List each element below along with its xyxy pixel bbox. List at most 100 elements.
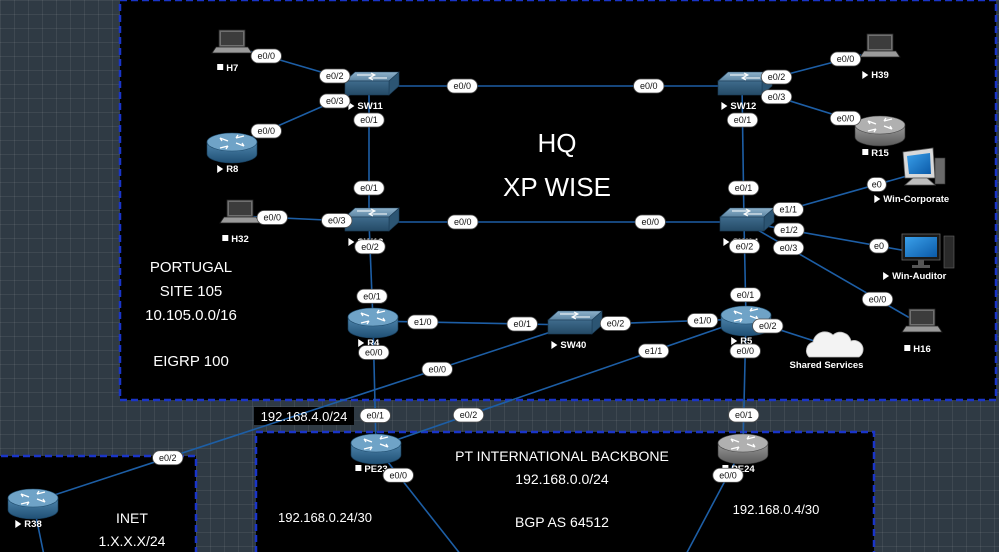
device-r4[interactable] (347, 307, 399, 339)
svg-text:H16: H16 (913, 344, 930, 355)
port-label-sw11-e0-3: e0/3 (319, 93, 351, 109)
port-label-sw11-e0-1: e0/1 (353, 112, 385, 128)
port-label-sw11-e0-0: e0/0 (446, 78, 478, 94)
svg-text:e0/0: e0/0 (837, 113, 855, 123)
port-label-sw40-e0-2: e0/2 (599, 316, 632, 331)
device-r15[interactable] (854, 115, 906, 147)
link-r5-pe23[interactable] (375, 318, 747, 448)
device-pe24[interactable] (717, 433, 769, 465)
svg-text:e0/2: e0/2 (759, 321, 777, 331)
svg-text:e0/0: e0/0 (869, 294, 887, 304)
svg-text:H32: H32 (231, 234, 248, 245)
port-label-sw40-e0-1: e0/1 (506, 316, 538, 332)
inet-title: INET (116, 510, 148, 526)
svg-text:e0/3: e0/3 (328, 216, 346, 226)
port-label-h32-e0-0: e0/0 (256, 210, 288, 225)
svg-text:e0/1: e0/1 (363, 291, 381, 301)
port-label-pe24-e0-0: e0/0 (712, 467, 744, 483)
status-square-icon (355, 465, 362, 471)
link-pe24-off2[interactable] (683, 446, 744, 552)
svg-text:e1/2: e1/2 (780, 225, 798, 235)
device-label-r8: R8 (217, 164, 238, 175)
device-label-cloud: Shared Services (790, 360, 864, 371)
status-square-icon (904, 345, 911, 351)
status-square-icon (217, 64, 224, 70)
port-label-sw40-e0-0: e0/0 (421, 361, 453, 377)
device-h39[interactable] (859, 33, 901, 58)
link-sw40-r38[interactable] (32, 324, 573, 503)
svg-text:e0/2: e0/2 (607, 319, 625, 329)
device-sw14[interactable] (719, 207, 775, 232)
link-pe23-off1[interactable] (375, 446, 465, 552)
svg-text:e0/0: e0/0 (837, 54, 855, 64)
device-sw40[interactable] (547, 310, 603, 335)
device-wincorp[interactable] (902, 147, 946, 186)
svg-text:SW12: SW12 (730, 101, 756, 112)
link-sw12-sw14[interactable] (741, 85, 745, 223)
device-cloud[interactable] (806, 331, 864, 358)
portugal-label-line3: 10.105.0.0/16 (145, 307, 237, 324)
svg-text:e0/3: e0/3 (780, 243, 798, 253)
device-sw13[interactable] (344, 207, 400, 232)
device-winaud[interactable] (901, 233, 955, 269)
area-inet-box (0, 454, 198, 552)
subnet-r4-pe23: 192.168.4.0/24 (261, 409, 348, 424)
status-triangle-icon (731, 337, 738, 345)
svg-text:R38: R38 (24, 519, 41, 530)
backbone-bgp: BGP AS 64512 (515, 514, 609, 530)
svg-text:e1/1: e1/1 (779, 205, 797, 215)
svg-text:e0/1: e0/1 (734, 115, 752, 125)
port-label-sw12-e0-3: e0/3 (760, 89, 793, 105)
device-r38[interactable] (7, 488, 59, 520)
svg-text:Win-Corporate: Win-Corporate (883, 194, 949, 205)
device-h16[interactable] (901, 308, 943, 333)
port-label-wincorp-e0: e0 (866, 177, 887, 192)
link-r4-pe23[interactable] (372, 320, 377, 448)
port-label-sw14-e0-0: e0/0 (634, 214, 666, 230)
device-label-sw40: SW40 (551, 340, 586, 351)
svg-text:e0: e0 (874, 241, 884, 251)
hq-subtitle: XP WISE (503, 172, 611, 202)
port-label-r4-e0-0: e0/0 (358, 345, 390, 360)
svg-text:e0/2: e0/2 (326, 71, 344, 81)
status-triangle-icon (883, 272, 890, 280)
link-sw14-r5[interactable] (743, 221, 747, 320)
svg-text:e0/0: e0/0 (263, 213, 281, 223)
svg-text:PE24: PE24 (731, 464, 755, 475)
subnet-pe24-down: 192.168.0.4/30 (733, 502, 820, 517)
port-label-sw13-e0-0: e0/0 (447, 214, 479, 230)
link-r4-sw40[interactable] (372, 320, 573, 326)
link-sw13-r4[interactable] (368, 221, 374, 322)
port-label-sw12-e0-1: e0/1 (726, 112, 759, 128)
device-r8[interactable] (206, 132, 258, 164)
port-label-pe24-e0-1: e0/1 (728, 407, 760, 423)
device-label-r5: R5 (731, 336, 753, 347)
device-sw12[interactable] (717, 71, 773, 96)
svg-text:SW40: SW40 (560, 340, 586, 351)
link-r5-pe24[interactable] (742, 318, 747, 448)
svg-text:e0/0: e0/0 (428, 364, 446, 374)
device-pe23[interactable] (350, 433, 402, 465)
svg-text:e0/0: e0/0 (640, 81, 658, 91)
port-label-sw14-e1-1: e1/1 (772, 202, 804, 217)
device-label-pe23: PE23 (355, 464, 388, 475)
port-label-pe23-e0-2: e0/2 (452, 407, 485, 423)
subnet-pe23-down: 192.168.0.24/30 (278, 510, 372, 525)
device-label-sw11: SW11 (348, 101, 383, 112)
port-label-sw12-e0-0: e0/0 (633, 78, 665, 94)
port-label-r5-e0-2: e0/2 (752, 318, 784, 334)
device-h7[interactable] (211, 29, 253, 54)
svg-text:e0/3: e0/3 (768, 92, 786, 102)
link-sw14-h16[interactable] (743, 221, 923, 326)
status-triangle-icon (551, 341, 558, 349)
device-label-r4: R4 (358, 338, 380, 349)
port-label-sw14-e1-2: e1/2 (773, 222, 805, 238)
device-label-h32: H32 (222, 234, 249, 245)
portugal-label-line1: PORTUGAL (150, 259, 232, 276)
svg-text:Win-Auditor: Win-Auditor (892, 271, 947, 282)
port-label-h16-e0-0: e0/0 (861, 291, 894, 307)
device-label-h16: H16 (904, 344, 931, 355)
device-sw11[interactable] (344, 71, 400, 96)
status-square-icon (222, 235, 229, 241)
status-triangle-icon (348, 102, 355, 110)
